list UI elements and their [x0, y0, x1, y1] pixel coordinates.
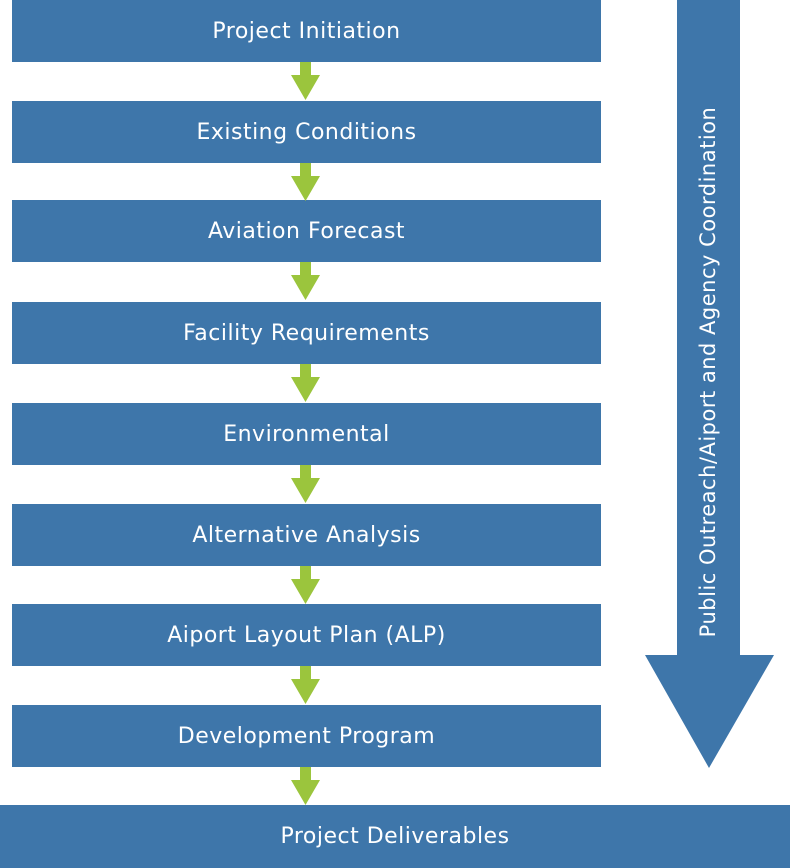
green-down-arrow-icon [291, 767, 320, 805]
step-environmental: Environmental [12, 403, 601, 465]
side-arrow-label: Public Outreach/Aiport and Agency Coordi… [696, 106, 720, 638]
step-airport-layout-plan: Aiport Layout Plan (ALP) [12, 604, 601, 666]
green-down-arrow-icon [291, 262, 320, 300]
step-existing-conditions: Existing Conditions [12, 101, 601, 163]
green-down-arrow-icon [291, 163, 320, 201]
green-down-arrow-icon [291, 666, 320, 704]
green-down-arrow-icon [291, 62, 320, 100]
step-aviation-forecast: Aviation Forecast [12, 200, 601, 262]
step-alternative-analysis: Alternative Analysis [12, 504, 601, 566]
green-down-arrow-icon [291, 364, 320, 402]
green-down-arrow-icon [291, 566, 320, 604]
step-facility-requirements: Facility Requirements [12, 302, 601, 364]
down-arrow-icon [645, 0, 774, 768]
green-down-arrow-icon [291, 465, 320, 503]
step-project-initiation: Project Initiation [12, 0, 601, 62]
project-deliverables-bar: Project Deliverables [0, 805, 790, 868]
step-development-program: Development Program [12, 705, 601, 767]
